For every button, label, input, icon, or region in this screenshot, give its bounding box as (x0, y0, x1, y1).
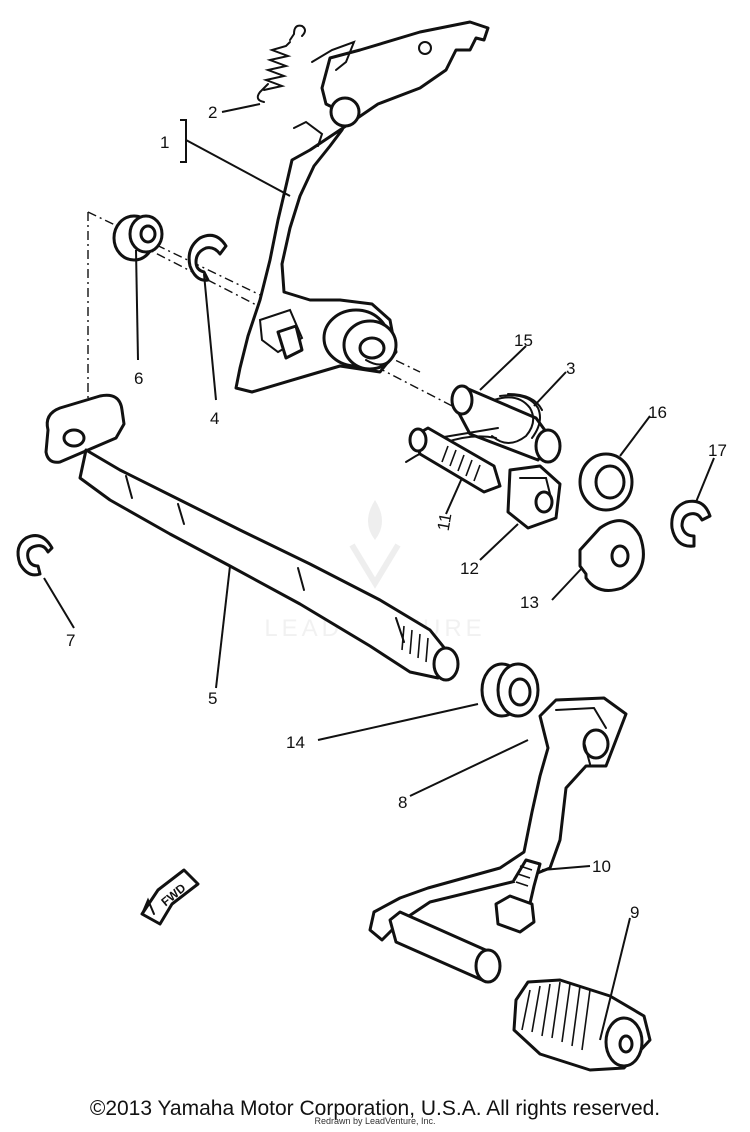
callout-16: 16 (648, 403, 667, 422)
callout-17: 17 (708, 441, 727, 460)
callout-6: 6 (134, 369, 143, 388)
shift-shaft (44, 393, 460, 682)
callout-4: 4 (210, 409, 219, 428)
pedal-rubber (512, 978, 652, 1072)
circlip-right (670, 499, 712, 548)
pinch-bolt (494, 858, 542, 934)
leader-lines (43, 103, 715, 1041)
copyright-notice: ©2013 Yamaha Motor Corporation, U.S.A. A… (89, 1097, 661, 1120)
callout-3: 3 (566, 359, 575, 378)
callout-11: 11 (434, 512, 456, 533)
callout-13: 13 (520, 593, 539, 612)
callout-1: 1 (160, 133, 169, 152)
callout-9: 9 (630, 903, 639, 922)
lock-washer (578, 519, 645, 592)
callout-12: 12 (460, 559, 479, 578)
plain-washer (578, 452, 634, 512)
circlip-shaft (16, 534, 54, 577)
callout-10: 10 (592, 857, 611, 876)
shift-arm-assembly (234, 20, 490, 394)
callout-2: 2 (208, 103, 217, 122)
hex-nut (506, 464, 562, 530)
callout-14: 14 (286, 733, 305, 752)
redrawn-note: Redrawn by LeadVenture, Inc. (314, 1116, 436, 1126)
oil-seal (480, 662, 540, 718)
circlip-upper (187, 233, 228, 282)
return-spring (256, 24, 306, 103)
callout-labels: 1 2 3 4 5 6 7 8 9 10 11 12 13 14 15 16 1… (66, 103, 727, 922)
collar-bushing (112, 214, 164, 262)
callout-5: 5 (208, 689, 217, 708)
fwd-arrow-icon: FWD (140, 868, 200, 926)
stud-bolt (408, 426, 502, 494)
callout-15: 15 (514, 331, 533, 350)
pivot-bolt-with-spring (405, 384, 562, 464)
change-pedal (368, 696, 628, 984)
callout-8: 8 (398, 793, 407, 812)
callout-7: 7 (66, 631, 75, 650)
